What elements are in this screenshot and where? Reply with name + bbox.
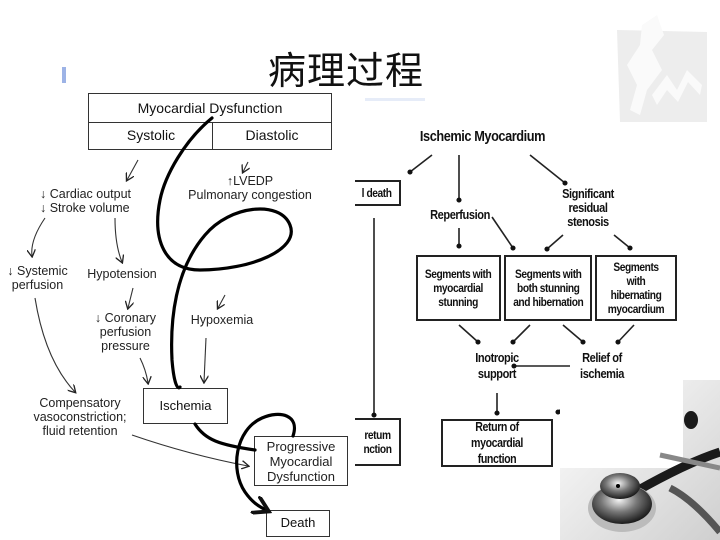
myocardial-dysfunction-header: Myocardial Dysfunction <box>137 100 283 116</box>
death-box: Death <box>266 510 330 537</box>
accent-bar <box>62 67 66 83</box>
arrow-systolic-to-output <box>127 159 139 180</box>
segment-stunning-line-3: stunning <box>438 295 479 309</box>
arrow-root-to-stenosis <box>529 154 568 186</box>
coronary-label-1: ↓ Coronary <box>94 311 157 325</box>
compensatory-label-2: vasoconstriction; <box>33 410 127 424</box>
ischemic-myocardium-root: Ischemic Myocardium <box>419 128 546 145</box>
pulmonary-congestion-label: Pulmonary congestion <box>188 188 312 202</box>
progressive-label-2: Myocardial <box>269 454 333 469</box>
diastolic-label: Diastolic <box>245 127 299 143</box>
arrow-coronary-to-ischemia <box>139 357 148 383</box>
progressive-label-3: Dysfunction <box>267 469 335 484</box>
cell-death-box: l death <box>355 180 401 206</box>
inotropic-label-1: Inotropic <box>475 350 519 365</box>
ischemia-box: Ischemia <box>143 388 228 424</box>
segment-box-stunning: Segments with myocardial stunning <box>416 255 501 321</box>
arrow-diastolic-to-lvedp <box>243 161 248 172</box>
hypotension-node: Hypotension <box>87 267 157 281</box>
progressive-label-1: Progressive <box>266 439 336 454</box>
segment-both-line-2: both stunning <box>516 281 580 295</box>
arrow-reperfusion-to-both <box>491 216 516 251</box>
watermark-logo-icon <box>617 15 707 122</box>
diastolic-effects-node: ↑LVEDP Pulmonary congestion <box>175 174 325 202</box>
stenosis-label-3: stenosis <box>567 214 609 229</box>
stethoscope-image-icon <box>560 380 720 540</box>
arrow-stenosis-to-both <box>544 234 564 252</box>
relief-label-1: Relief of <box>582 350 622 365</box>
stroke-volume-label: ↓ Stroke volume <box>40 201 130 215</box>
inotropic-support-node: Inotropic support <box>467 350 527 382</box>
hypoxemia-node: Hypoxemia <box>190 313 254 327</box>
cell-death-label: l death <box>362 186 392 200</box>
segment-stunning-line-1: Segments with <box>425 267 492 281</box>
return-partial-label: retum nction <box>363 428 391 456</box>
stenosis-label-1: Significant <box>562 186 614 201</box>
segment-both-line-3: and hibernation <box>512 295 584 309</box>
segment-stunning-line-2: myocardial <box>433 281 484 295</box>
systemic-perfusion-node: ↓ Systemic perfusion <box>0 264 75 292</box>
return-partial-line-1: retum <box>363 428 391 442</box>
progressive-dysfunction-label: Progressive Myocardial Dysfunction <box>255 437 347 484</box>
arrow-output-to-systemic <box>32 217 46 256</box>
lvedp-label: ↑LVEDP <box>226 174 274 188</box>
coronary-label-2: perfusion <box>99 325 152 339</box>
arrow-stroke-to-hypotension <box>114 217 122 262</box>
arrow-stenosis-to-hibernating <box>613 234 633 251</box>
arrow-to-hypoxemia <box>218 294 226 308</box>
segment-box-both: Segments with both stunning and hibernat… <box>504 255 592 321</box>
coronary-perfusion-node: ↓ Coronary perfusion pressure <box>88 311 163 353</box>
arrow-both-to-relief <box>562 324 586 345</box>
arrow-hypoxemia-to-ischemia <box>204 337 206 382</box>
segment-label-stunning: Segments with myocardial stunning <box>425 267 492 309</box>
compensatory-node: Compensatory vasoconstriction; fluid ret… <box>25 396 135 438</box>
cardiac-output-node: ↓ Cardiac output ↓ Stroke volume <box>40 187 160 215</box>
segment-hibernating-line-2: hibernating <box>610 288 662 302</box>
relief-of-ischemia-node: Relief of ischemia <box>572 350 632 382</box>
return-partial-line-2: nction <box>362 442 392 456</box>
arrow-root-to-death <box>407 154 433 175</box>
return-of-function-label: Return of myocardial function <box>451 419 543 467</box>
stenosis-label-2: residual <box>568 200 608 215</box>
accent-line <box>365 98 425 101</box>
relief-label-2: ischemia <box>580 366 624 381</box>
slide-title: 病理过程 <box>268 49 425 93</box>
systemic-perfusion-label-2: perfusion <box>11 278 64 292</box>
inotropic-label-2: support <box>477 366 517 381</box>
return-of-function-box: Return of myocardial function <box>441 419 553 467</box>
segment-label-hibernating: Segments with hibernating myocardium <box>603 260 669 316</box>
systemic-perfusion-label-1: ↓ Systemic <box>7 264 68 278</box>
reperfusion-node: Reperfusion <box>430 207 490 222</box>
death-label: Death <box>280 515 316 530</box>
return-line-2: myocardial function <box>471 436 523 466</box>
systolic-label: Systolic <box>126 127 176 143</box>
arrow-both-to-inotropic <box>510 324 531 345</box>
return-line-1: Return of <box>475 420 519 434</box>
ischemia-to-progressive-curve <box>193 422 257 452</box>
vicious-cycle-curve <box>156 116 293 390</box>
compensatory-label-3: fluid retention <box>42 424 118 438</box>
segment-hibernating-line-1: Segments with <box>613 260 659 288</box>
diastolic-cell: Diastolic <box>212 122 332 150</box>
arrow-hypotension-to-coronary <box>128 287 133 308</box>
segment-box-hibernating: Segments with hibernating myocardium <box>595 255 677 321</box>
compensatory-label-1: Compensatory <box>39 396 121 410</box>
arrow-stunning-to-inotropic <box>458 324 481 345</box>
arrow-systemic-to-compensatory <box>34 297 75 392</box>
segment-both-line-1: Segments with <box>514 267 582 281</box>
stenosis-node: Significant residual stenosis <box>554 187 622 229</box>
cardiac-output-label: ↓ Cardiac output <box>40 187 132 201</box>
segment-label-both: Segments with both stunning and hibernat… <box>512 267 584 309</box>
segment-hibernating-line-3: myocardium <box>607 302 665 316</box>
arrow-hibernating-to-relief <box>615 324 635 345</box>
coronary-label-3: pressure <box>101 339 150 353</box>
progressive-dysfunction-box: Progressive Myocardial Dysfunction <box>254 436 348 486</box>
return-partial-box: retum nction <box>355 418 401 466</box>
progressive-loop-curve <box>235 412 297 510</box>
ischemia-label: Ischemia <box>159 398 212 413</box>
